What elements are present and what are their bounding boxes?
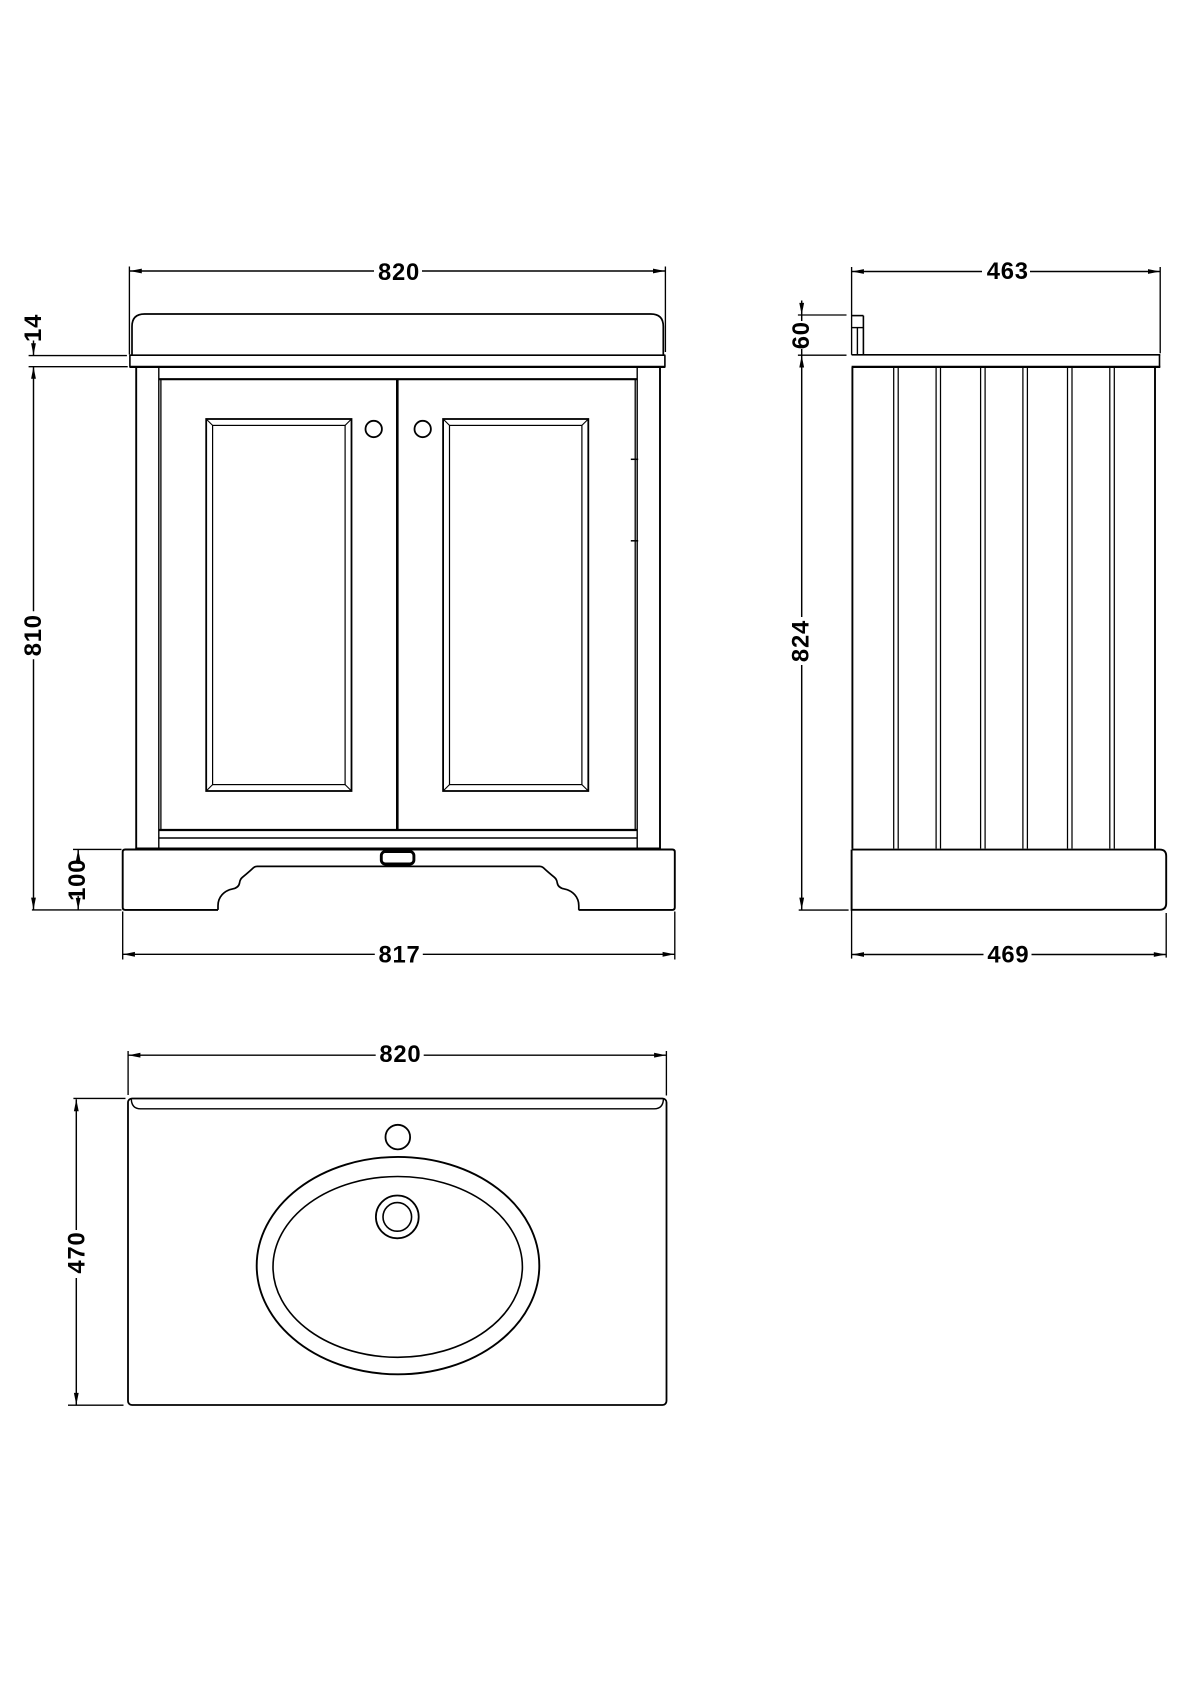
svg-text:824: 824 [788, 620, 815, 662]
svg-text:817: 817 [378, 942, 420, 969]
svg-text:100: 100 [64, 859, 91, 901]
svg-text:469: 469 [987, 942, 1029, 969]
svg-text:60: 60 [788, 321, 815, 349]
svg-text:463: 463 [987, 258, 1029, 285]
svg-text:14: 14 [20, 314, 47, 342]
svg-text:470: 470 [64, 1231, 91, 1273]
svg-text:810: 810 [20, 614, 47, 656]
svg-text:820: 820 [378, 259, 420, 286]
svg-text:820: 820 [379, 1041, 421, 1068]
